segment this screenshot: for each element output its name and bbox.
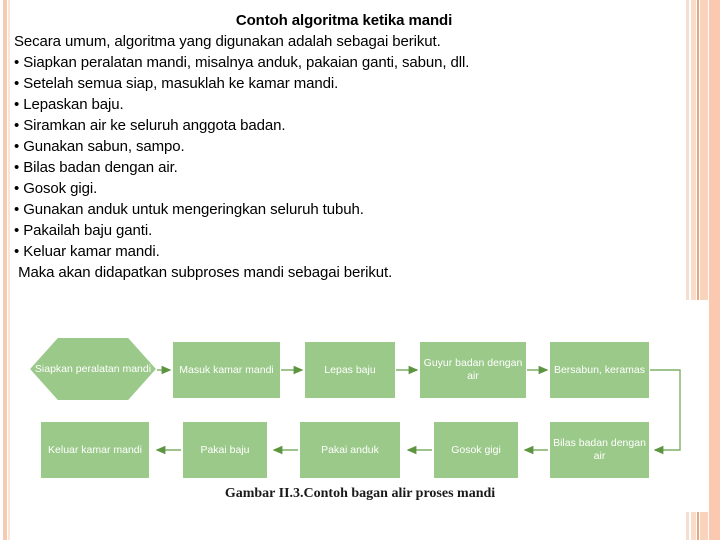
flow-node-keluar-kamar-mandi[interactable]: Keluar kamar mandi [41,422,149,478]
algorithm-text-block: Contoh algoritma ketika mandi Secara umu… [14,10,674,283]
left-edge-stripe-inner [8,0,10,540]
closing-line: Maka akan didapatkan subproses mandi seb… [14,264,393,281]
figure-caption: Gambar II.3.Contoh bagan alir proses man… [224,486,496,501]
flow-node-label: Gosok gigi [451,443,501,456]
algorithm-step: • Gunakan sabun, sampo. [14,138,185,155]
slide-title: Contoh algoritma ketika mandi [235,12,453,29]
flow-node-pakai-anduk[interactable]: Pakai anduk [300,422,400,478]
algorithm-step: • Bilas badan dengan air. [14,159,178,176]
flow-node-bersabun-keramas[interactable]: Bersabun, keramas [550,342,649,398]
right-edge-stripe-2 [691,0,696,300]
flow-node-label: Bilas badan dengan air [553,437,646,462]
right-edge-stripe-4 [700,0,708,300]
flowchart-diagram: Siapkan peralatan mandi Masuk kamar mandi… [0,300,720,540]
flowchart-connectors [155,365,681,455]
bottom-right-stripe-4 [700,512,708,540]
algorithm-step: • Gunakan anduk untuk mengeringkan selur… [14,201,364,218]
right-edge-stripe-5 [709,0,720,540]
flow-node-label: Lepas baju [324,363,376,376]
flow-node-label: Keluar kamar mandi [48,443,142,456]
algorithm-step: • Keluar kamar mandi. [14,243,160,260]
bottom-right-stripe-2 [691,512,696,540]
intro-line: Secara umum, algoritma yang digunakan ad… [14,33,441,50]
algorithm-step: • Gosok gigi. [14,180,98,197]
flow-node-masuk-kamar-mandi[interactable]: Masuk kamar mandi [173,342,280,398]
bottom-right-stripe-3 [697,512,699,540]
algorithm-step: • Pakailah baju ganti. [14,222,153,239]
arrow-bersabun-to-bilas [650,369,681,455]
algorithm-step: • Setelah semua siap, masuklah ke kamar … [14,75,339,92]
algorithm-step: • Siapkan peralatan mandi, misalnya andu… [14,54,470,71]
flow-node-label: Guyur badan dengan air [423,357,523,382]
flow-node-label: Bersabun, keramas [553,363,646,376]
right-edge-stripe-3 [697,0,699,300]
flow-node-pakai-baju[interactable]: Pakai baju [183,422,267,478]
algorithm-steps-list: • Siapkan peralatan mandi, misalnya andu… [14,52,674,262]
algorithm-step: • Siramkan air ke seluruh anggota badan. [14,117,286,134]
bottom-right-stripe-1 [686,512,689,540]
flow-node-label: Siapkan peralatan mandi [34,362,152,375]
right-edge-stripe-1 [686,0,689,300]
algorithm-step: • Lepaskan baju. [14,96,124,113]
flow-node-siapkan-peralatan-mandi[interactable]: Siapkan peralatan mandi [30,338,156,400]
flow-node-guyur-badan-dengan-air[interactable]: Guyur badan dengan air [420,342,526,398]
flow-node-label: Pakai anduk [321,443,379,456]
flow-node-bilas-badan-dengan-air[interactable]: Bilas badan dengan air [550,422,649,478]
flow-node-lepas-baju[interactable]: Lepas baju [305,342,395,398]
flow-node-gosok-gigi[interactable]: Gosok gigi [434,422,518,478]
flow-node-label: Pakai baju [200,443,250,456]
flow-node-label: Masuk kamar mandi [179,363,274,376]
left-edge-stripe-outer [3,0,7,540]
